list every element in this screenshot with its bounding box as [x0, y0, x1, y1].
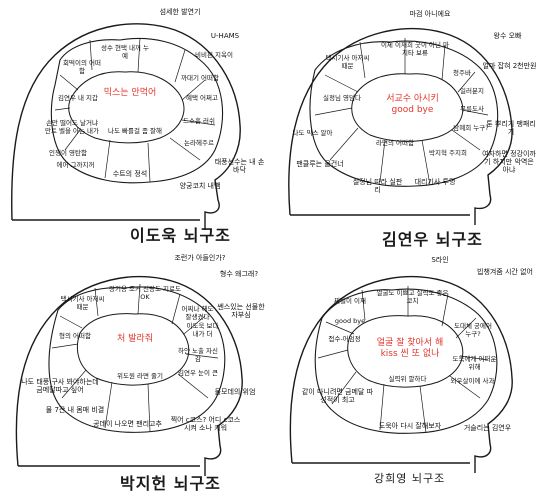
brain-label: 접수-어엄정 — [328, 335, 361, 343]
brain-label: 나도 믹스 알아 — [292, 129, 333, 137]
brain-label: 박지혁 주지희 — [429, 149, 467, 157]
brain-label: 팬클루는 물건너 — [296, 160, 344, 168]
brain-label: 실력위 깔하다 — [388, 375, 427, 383]
brain-label: 이제 이재희 굿이 아닌 마치타 보류 — [380, 41, 450, 57]
brain-label: 에어 그까지꺼 — [56, 161, 95, 169]
brain-label: 공데이 나오면 팬리고추 — [93, 420, 162, 428]
brain-label: 까대기 어떠함 — [181, 74, 219, 82]
brain-label: 마검 아니에요 — [409, 10, 451, 18]
brain-label: 인쟁이 영탄함 — [49, 149, 87, 157]
brain-label: 장기용 조커 신랑도 지료도 OK — [109, 285, 181, 301]
brain-panel-3: 처 발라줘 조런가 아들인가? 형수 왜그래? 택시기사 아저씨 때문 장기용 … — [0, 248, 270, 496]
brain-label: 회떡이의 어떠함 — [63, 59, 101, 75]
brain-label: 양궁코치 내뺌 — [179, 182, 221, 190]
brain-label: 거슬리는 김연우 — [463, 424, 512, 432]
brain-label: 툰 뿌리기 팽패리기 — [486, 120, 536, 136]
brain-label: 실정님 영덤다 — [323, 94, 361, 102]
brain-panel-2: 서교수 아시키 good bye 마검 아니에요 왕수 오빠 이제 이재희 굿이… — [270, 0, 540, 248]
brain-label: 얼마 잡혀 2천만원 — [482, 62, 537, 70]
brain-label: 도욱에게 어떠운 위해 — [452, 355, 497, 371]
brain-label: 물모데의 위엄 — [214, 388, 256, 396]
brain-label: 물 7잔 내 몸매 비결 — [45, 406, 105, 414]
brain-label: 김연우 내 지갑 — [58, 94, 99, 102]
brain-label: 찌질이 이재 — [334, 297, 366, 305]
brain-core-text: 믹스는 안먹어 — [103, 88, 157, 98]
brain-label: 혜택 어쩌고 — [186, 94, 218, 102]
head-silhouette-4 — [289, 275, 513, 473]
brain-label: 이도욱 보다 내가 더 — [186, 322, 219, 338]
brain-label: 나도 빠를걸 좀 잘해 — [107, 127, 163, 135]
brain-label: 수트의 정석 — [112, 170, 148, 178]
brain-label: 비비핀 지옥이 — [195, 51, 233, 59]
brain-label: 외우살이에 사과 — [450, 377, 495, 385]
brain-label: 빕챙겨줌 시간 없어 — [477, 268, 533, 276]
brain-label: 같이 다니려면 금메달 따 성적이 최고 — [301, 388, 374, 404]
brain-label: 청주바 — [453, 69, 471, 77]
brain-label: 섬세한 발연기 — [159, 8, 201, 16]
brain-label: U-HAMS — [210, 32, 240, 40]
brain-core-text: 얼굴 잘 찾아서 해 kiss 씬 또 없나 — [376, 338, 444, 359]
panel-title: 김연우 뇌구조 — [382, 230, 483, 248]
brain-label: 형수 왜그래? — [219, 270, 259, 278]
brain-label: 하얀 노출 자신감 — [178, 347, 219, 363]
brain-panel-4: 얼굴 잘 찾아서 해 kiss 씬 또 없나 S라인 빕챙겨줌 시간 없어 얼굴… — [270, 248, 540, 496]
brain-label: 도대체 궁에어 누구? — [454, 322, 492, 338]
brain-label: 얼굴도 이쁘고 실력도 좋은 코치 — [376, 289, 449, 305]
brain-label: 위도원 라면 줄기 — [117, 372, 163, 380]
brain-label: S라인 — [431, 256, 449, 264]
brain-label: 실정님 따라 실판리 — [352, 178, 403, 194]
head-silhouette-1 — [11, 23, 241, 230]
brain-label: 태풍선수는 내 손바닥 — [214, 158, 265, 174]
brain-label: 어찌나 해도 잘생겼다 — [181, 305, 214, 321]
brain-label: 드소흡 러쉬 — [183, 117, 215, 125]
brain-label: 대리기사 투명 — [414, 178, 456, 186]
panel-title: 박지헌 뇌구조 — [120, 474, 221, 493]
brain-label: 일러분지 — [460, 87, 484, 95]
head-silhouette-3 — [15, 275, 243, 476]
brain-label: 나도 태풍 구사 봐야하는데 금메달따고 싶어 — [21, 378, 99, 394]
brain-label: 찍어 c코스? 어디 c코스 시켜 소나 키워 — [170, 416, 241, 432]
head-silhouette-2 — [288, 27, 513, 225]
panel-title: 강희영 뇌구조 — [374, 472, 446, 485]
brain-label: 여자하면 정강이까기 하지만 악역은 아냐 — [482, 150, 536, 174]
brain-label: 도욱아 다시 잘해보자 — [378, 422, 442, 430]
brain-label: 라면의 어떠함 — [376, 139, 414, 147]
brain-label: 손만 떨어도 날거냐 만트 벨을 아는 내가 — [44, 119, 100, 135]
brain-label: 왕수 오빠 — [493, 32, 522, 40]
panel-title: 이도욱 뇌구조 — [130, 226, 231, 245]
brain-label: 성수 현택 내꺼 누예 — [100, 44, 150, 60]
brain-core-text: 처 발라줘 — [117, 334, 153, 344]
brain-label: good bye — [334, 317, 366, 325]
brain-label: 조런가 아들인가? — [174, 254, 226, 262]
brain-label: 쎈스있는 선물한 자부심 — [217, 303, 265, 319]
brain-label: 택시기사 아저씨 때문 — [60, 295, 105, 311]
brain-label: 김연우 눈이 큰 — [178, 369, 219, 377]
brain-label: 논라헤주르 — [184, 139, 214, 147]
brain-label: 형의 어떠함 — [59, 332, 91, 340]
brain-label: 무릉도사 — [460, 105, 484, 113]
brain-panel-1: 믹스는 안먹어 섬세한 발연기 U-HAMS 성수 현택 내꺼 누예 회떡이의 … — [0, 0, 270, 248]
brain-label: 택시기사 아저씨 때문 — [325, 54, 370, 70]
brain-label: 남혜희 누구? — [453, 124, 489, 132]
brain-core-text: 서교수 아시키 good bye — [386, 94, 439, 115]
